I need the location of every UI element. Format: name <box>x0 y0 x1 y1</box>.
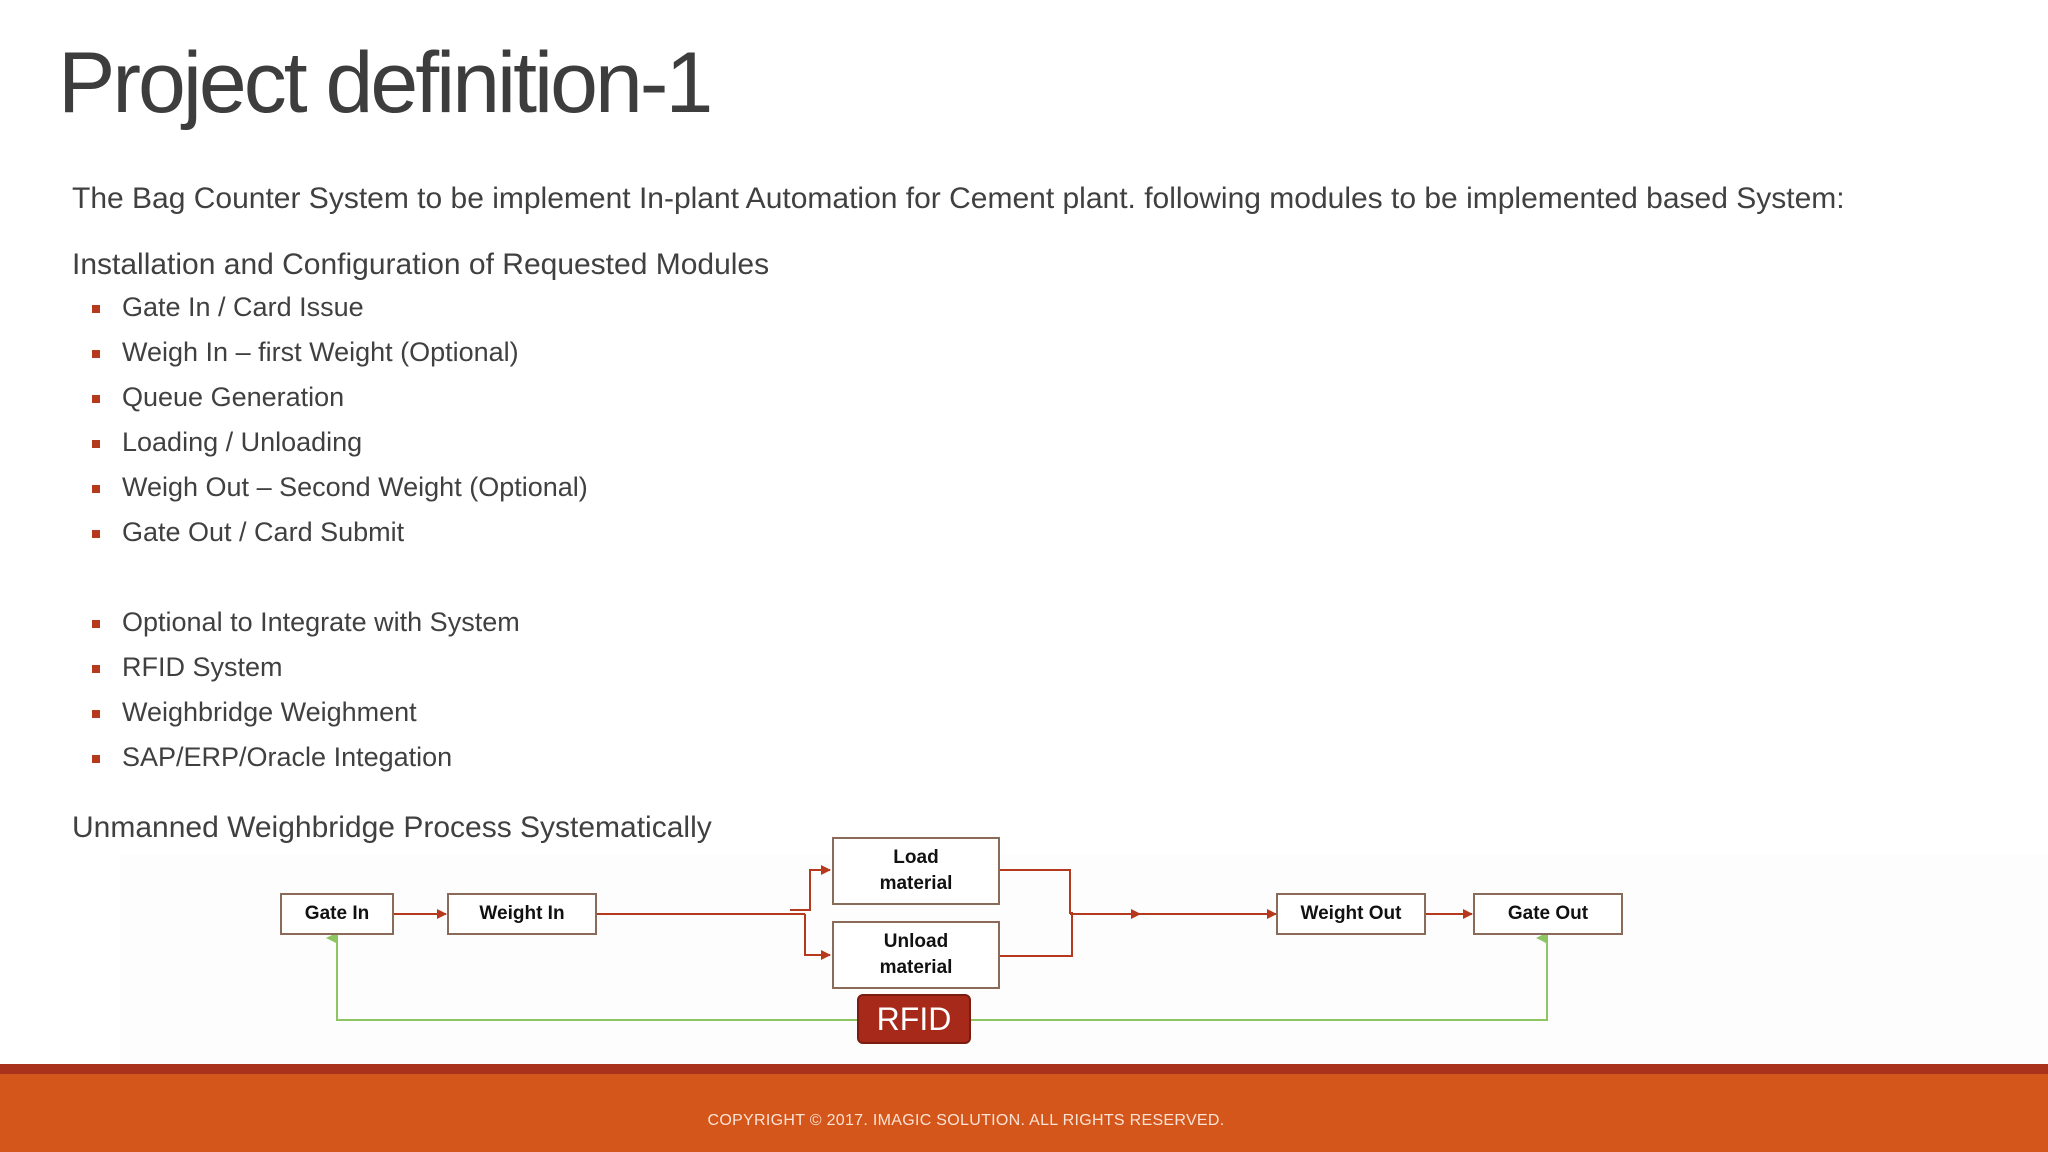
bullet-square-icon <box>92 440 100 448</box>
module-label: Loading / Unloading <box>122 427 363 457</box>
list-item: Queue Generation <box>92 382 344 413</box>
gate-in-box: Gate In <box>280 893 394 935</box>
bullet-square-icon <box>92 485 100 493</box>
list-item: SAP/ERP/Oracle Integation <box>92 742 452 773</box>
load-material-label-1: Load <box>893 847 939 869</box>
list-item: Weighbridge Weighment <box>92 697 417 728</box>
module-label: Gate In / Card Issue <box>122 292 364 322</box>
weight-out-label: Weight Out <box>1300 903 1402 925</box>
list-item: Optional to Integrate with System <box>92 607 520 638</box>
bullet-square-icon <box>92 395 100 403</box>
module-label: Queue Generation <box>122 382 345 412</box>
arrow-to-unload-material <box>804 914 831 960</box>
bullet-square-icon <box>92 755 100 763</box>
unload-material-label-1: Unload <box>883 931 949 953</box>
bullet-square-icon <box>92 305 100 313</box>
load-material-label-2: material <box>879 873 953 894</box>
process-heading: Unmanned Weighbridge Process Systematica… <box>72 811 712 844</box>
bullet-square-icon <box>92 710 100 718</box>
list-item: Weigh Out – Second Weight (Optional) <box>92 472 588 503</box>
arrow-to-load-material <box>790 865 831 911</box>
intro-text: The Bag Counter System to be implement I… <box>72 182 1845 215</box>
integration-label: Weighbridge Weighment <box>122 697 417 727</box>
rfid-label: RFID <box>876 1000 952 1037</box>
bullet-square-icon <box>92 665 100 673</box>
bullet-square-icon <box>92 620 100 628</box>
unload-material-box: Unload material <box>832 921 1000 989</box>
modules-heading: Installation and Configuration of Reques… <box>72 248 770 281</box>
list-item: RFID System <box>92 652 283 683</box>
gate-out-label: Gate Out <box>1507 903 1589 925</box>
rfid-link-gate-in <box>326 932 857 1021</box>
load-material-box: Load material <box>832 837 1000 905</box>
diagram-background <box>120 855 2048 1065</box>
unload-material-label-2: material <box>879 957 953 978</box>
weight-in-label: Weight In <box>479 903 565 925</box>
bullet-square-icon <box>92 530 100 538</box>
footer-band <box>0 1074 2048 1152</box>
integration-label: RFID System <box>122 652 283 682</box>
module-label: Weigh Out – Second Weight (Optional) <box>122 472 588 502</box>
module-label: Weigh In – first Weight (Optional) <box>122 337 519 367</box>
list-item: Loading / Unloading <box>92 427 362 458</box>
weight-out-box: Weight Out <box>1276 893 1426 935</box>
rfid-link-gate-out <box>971 932 1548 1021</box>
list-item: Gate In / Card Issue <box>92 292 364 323</box>
gate-in-label: Gate In <box>304 903 370 925</box>
integration-label: SAP/ERP/Oracle Integation <box>122 742 453 772</box>
list-item: Gate Out / Card Submit <box>92 517 404 548</box>
module-label: Gate Out / Card Submit <box>122 517 405 547</box>
footer-copyright: COPYRIGHT © 2017. IMAGIC SOLUTION. ALL R… <box>707 1112 1225 1129</box>
footer-accent-band <box>0 1064 2048 1074</box>
list-item: Weigh In – first Weight (Optional) <box>92 337 519 368</box>
bullet-square-icon <box>92 350 100 358</box>
connector-unload-to-merge <box>999 912 1073 957</box>
gate-out-box: Gate Out <box>1473 893 1623 935</box>
weight-in-box: Weight In <box>447 893 597 935</box>
slide-title: Project definition-1 <box>58 35 713 131</box>
connector-load-to-merge <box>999 869 1071 914</box>
rfid-box: RFID <box>857 994 971 1044</box>
integration-label: Optional to Integrate with System <box>122 607 520 637</box>
